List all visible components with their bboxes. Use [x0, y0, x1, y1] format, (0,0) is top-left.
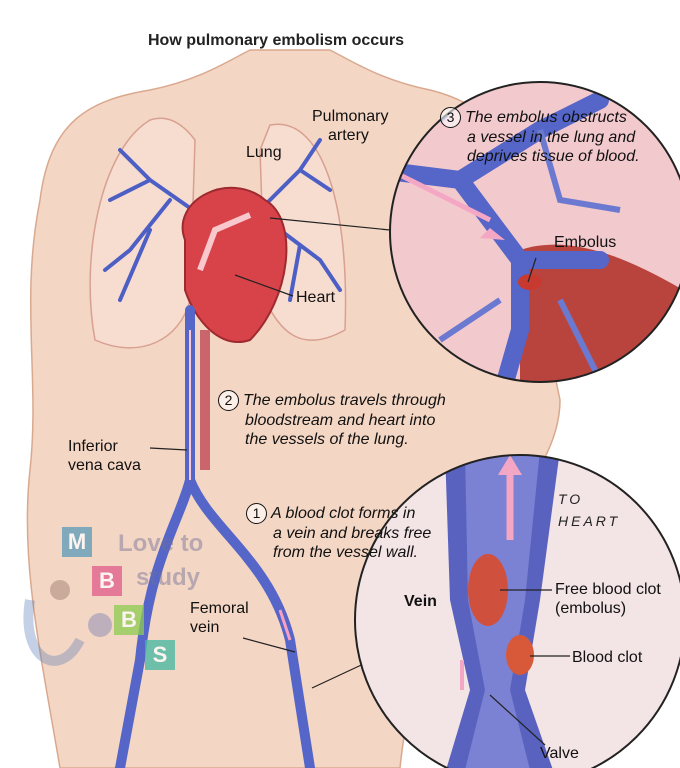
page-title: How pulmonary embolism occurs [148, 32, 405, 49]
label-line: Free blood clot [555, 581, 661, 598]
watermark-letter: S [145, 640, 175, 670]
label-pulmonary-artery: Pulmonary artery [312, 107, 388, 145]
label-line: vena cava [68, 457, 141, 474]
label-line: Pulmonary [312, 108, 389, 125]
label-line: (embolus) [555, 600, 627, 617]
label-to-heart: TO HEART [558, 488, 620, 532]
label-line: vein [190, 619, 220, 636]
step-number: 3 [440, 107, 461, 128]
label-line: Femoral [190, 600, 249, 617]
watermark-letter: B [92, 566, 122, 596]
label-blood-clot: Blood clot [572, 649, 643, 666]
label-line: HEART [558, 513, 621, 529]
label-line: TO [558, 491, 584, 507]
label-lung: Lung [246, 144, 282, 161]
step-text: a vein and breaks free [273, 525, 432, 542]
label-vein: Vein [404, 593, 437, 610]
heart [181, 186, 288, 343]
watermark-letter: B [114, 605, 144, 635]
step-text: The embolus travels through [243, 392, 446, 409]
embolus-clot [518, 274, 542, 290]
label-inferior-vena-cava: Inferior vena cava [68, 437, 141, 475]
step-number: 1 [246, 503, 267, 524]
label-heart: Heart [296, 289, 336, 306]
label-valve: Valve [540, 745, 579, 762]
step-text: A blood clot forms in [271, 505, 416, 522]
step-text: from the vessel wall. [273, 544, 418, 561]
watermark-letter: M [62, 527, 92, 557]
step-text: bloodstream and heart into [245, 412, 436, 429]
step-text: the vessels of the lung. [245, 431, 409, 448]
watermark-text: Love to [118, 530, 204, 557]
watermark-text: study [136, 564, 201, 591]
step-text: a vessel in the lung and [467, 129, 636, 146]
lung-vessels [103, 138, 342, 302]
step-text: The embolus obstructs [465, 109, 627, 126]
step-number: 2 [218, 390, 239, 411]
label-free-blood-clot: Free blood clot (embolus) [555, 580, 661, 618]
watermark-logo [23, 580, 112, 666]
free-blood-clot [468, 554, 508, 626]
label-femoral-vein: Femoral vein [190, 599, 249, 637]
step-text: deprives tissue of blood. [467, 148, 640, 165]
label-line: artery [328, 127, 369, 144]
vein-inset [355, 455, 680, 768]
attached-blood-clot [506, 635, 534, 675]
label-line: Inferior [68, 438, 118, 455]
label-embolus: Embolus [554, 234, 617, 251]
